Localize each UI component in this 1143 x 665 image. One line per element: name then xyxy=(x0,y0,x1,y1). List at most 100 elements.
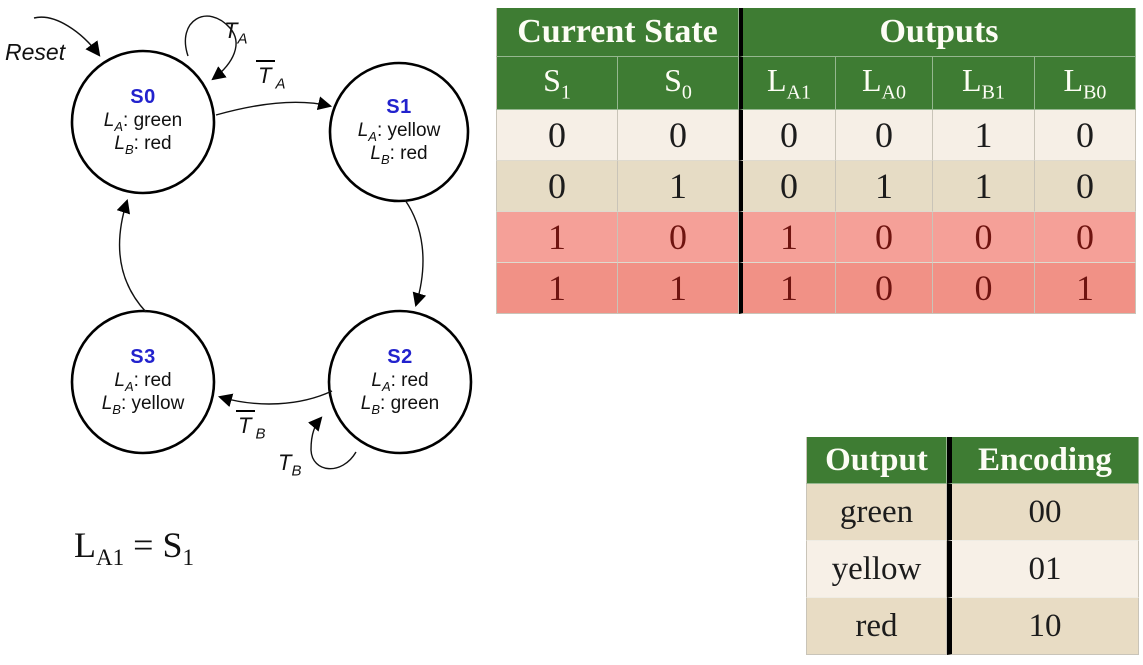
cell: 0 xyxy=(836,110,933,161)
la-value: : green xyxy=(123,110,183,131)
transition-label-tb: TB xyxy=(278,450,302,480)
lb-symbol: L xyxy=(114,133,125,154)
cell: 01 xyxy=(947,541,1139,598)
ta-bar-sub: A xyxy=(275,75,286,93)
cell: 0 xyxy=(739,110,836,161)
la-sub: A xyxy=(114,118,124,134)
formula-lhs-base: L xyxy=(74,525,96,565)
ta-sub: A xyxy=(237,30,248,48)
cell: 1 xyxy=(618,263,739,314)
tb-bar-overline: T xyxy=(236,410,256,439)
la0-base: L xyxy=(862,61,882,98)
s1-base: S xyxy=(543,61,561,98)
lb1-base: L xyxy=(962,61,982,98)
la-value: : red xyxy=(133,370,172,391)
ta-bar-overline: T xyxy=(256,60,276,89)
header-encoding: Encoding xyxy=(947,437,1139,484)
lb-sub: B xyxy=(112,401,121,417)
state-label-s1: S1 LA: yellow LB: red xyxy=(329,95,469,167)
fsm-diagram xyxy=(33,15,473,470)
state-name-s2: S2 xyxy=(387,346,413,368)
s1-to-s2-arrow xyxy=(404,199,427,308)
cell: 0 xyxy=(836,263,933,314)
encoding-row-green: green 00 xyxy=(806,484,1139,541)
col-header-s1: S1 xyxy=(496,57,618,110)
state-s1-line1: LA: yellow xyxy=(329,119,469,143)
col-header-la1: LA1 xyxy=(739,57,836,110)
la-symbol: L xyxy=(371,370,382,391)
ta-bar-base: T xyxy=(258,63,272,88)
formula-rhs-sub: 1 xyxy=(182,545,194,571)
la-value: : red xyxy=(390,370,429,391)
lb-symbol: L xyxy=(360,393,372,414)
cell: 0 xyxy=(618,212,739,263)
col-header-lb0: LB0 xyxy=(1035,57,1136,110)
state-circle-s0 xyxy=(70,49,216,195)
s3-to-s0-arrow xyxy=(116,198,147,313)
state-s3-line2: LB: yellow xyxy=(73,392,213,417)
transition-label-ta: TA xyxy=(224,18,248,48)
col-header-s0: S0 xyxy=(618,57,739,110)
tb-bar-base: T xyxy=(238,413,252,438)
cell: 0 xyxy=(1035,110,1136,161)
formula-rhs-base: S xyxy=(162,525,183,565)
cell: 1 xyxy=(836,161,933,212)
tb-base: T xyxy=(278,450,292,475)
encoding-row-yellow: yellow 01 xyxy=(806,541,1139,598)
cell: 1 xyxy=(739,212,836,263)
cell: 1 xyxy=(1035,263,1136,314)
formula-equals: = xyxy=(133,525,154,565)
encoding-row-red: red 10 xyxy=(806,598,1139,655)
lb0-base: L xyxy=(1063,61,1084,98)
table-row-s2-highlighted: 1 0 1 0 0 0 xyxy=(496,212,1136,263)
cell: 0 xyxy=(618,110,739,161)
lb-value: : green xyxy=(380,393,440,414)
state-s2-line2: LB: green xyxy=(330,392,470,417)
state-name-s0: S0 xyxy=(130,86,156,108)
la-symbol: L xyxy=(114,370,125,391)
cell: 0 xyxy=(836,212,933,263)
lb-value: : red xyxy=(389,143,428,164)
la0-sub: A0 xyxy=(881,81,906,104)
s0-to-s1-arrow xyxy=(215,96,333,116)
state-name-s3: S3 xyxy=(130,346,156,368)
lb-symbol: L xyxy=(101,393,113,414)
la-value: : yellow xyxy=(376,120,441,141)
state-label-s3: S3 LA: red LB: yellow xyxy=(73,345,213,417)
state-name-s1: S1 xyxy=(386,96,412,118)
cell: 0 xyxy=(1035,161,1136,212)
state-label-s0: S0 LA: green LB: red xyxy=(73,85,213,157)
state-label-s2: S2 LA: red LB: green xyxy=(330,345,470,417)
state-circle-s1 xyxy=(328,61,470,203)
col-header-la0: LA0 xyxy=(836,57,933,110)
cell: 1 xyxy=(496,263,618,314)
cell: 10 xyxy=(947,598,1139,655)
cell: red xyxy=(806,598,947,655)
col-header-lb1: LB1 xyxy=(933,57,1035,110)
state-s0-line1: LA: green xyxy=(73,109,213,134)
lb-value: : yellow xyxy=(120,393,185,414)
cell: yellow xyxy=(806,541,947,598)
tb-bar-sub: B xyxy=(255,425,266,443)
cell: 1 xyxy=(739,263,836,314)
table-row-s1: 0 1 0 1 1 0 xyxy=(496,161,1136,212)
lb-sub: B xyxy=(124,141,134,157)
reset-label: Reset xyxy=(5,39,66,65)
table-row-s0: 0 0 0 0 1 0 xyxy=(496,110,1136,161)
formula-lhs-sub: A1 xyxy=(96,545,125,571)
la-symbol: L xyxy=(357,120,369,141)
ta-base: T xyxy=(224,18,238,43)
lb-sub: B xyxy=(371,401,381,417)
tb-sub: B xyxy=(291,462,302,480)
cell: 00 xyxy=(947,484,1139,541)
state-circle-s2 xyxy=(327,309,473,455)
la-sub: A xyxy=(124,378,134,394)
lb-sub: B xyxy=(380,151,390,167)
state-circle-s3 xyxy=(70,309,216,455)
state-s2-line1: LA: red xyxy=(330,369,470,393)
header-output: Output xyxy=(806,437,947,484)
lb1-sub: B1 xyxy=(981,81,1005,104)
state-s3-line1: LA: red xyxy=(73,369,213,394)
